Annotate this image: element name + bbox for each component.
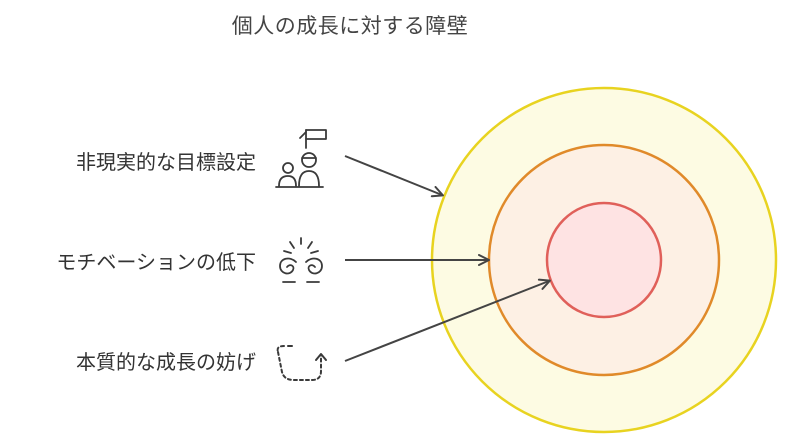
arrow-unrealistic-goals — [344, 155, 444, 198]
inner-core — [545, 201, 663, 319]
barrier-label-growth-obstruction: 本質的な成長の妨げ — [76, 350, 256, 374]
diagram-title: 個人の成長に対する障壁 — [231, 14, 469, 38]
people-with-flag-icon — [275, 129, 327, 188]
winding-path-arrow-icon — [276, 345, 327, 381]
arrow-growth-obstruction — [344, 278, 551, 362]
fading-motivation-icon — [279, 237, 323, 283]
barrier-label-unrealistic-goals: 非現実的な目標設定 — [76, 150, 256, 174]
barrier-label-low-motivation: モチベーションの低下 — [56, 250, 256, 274]
